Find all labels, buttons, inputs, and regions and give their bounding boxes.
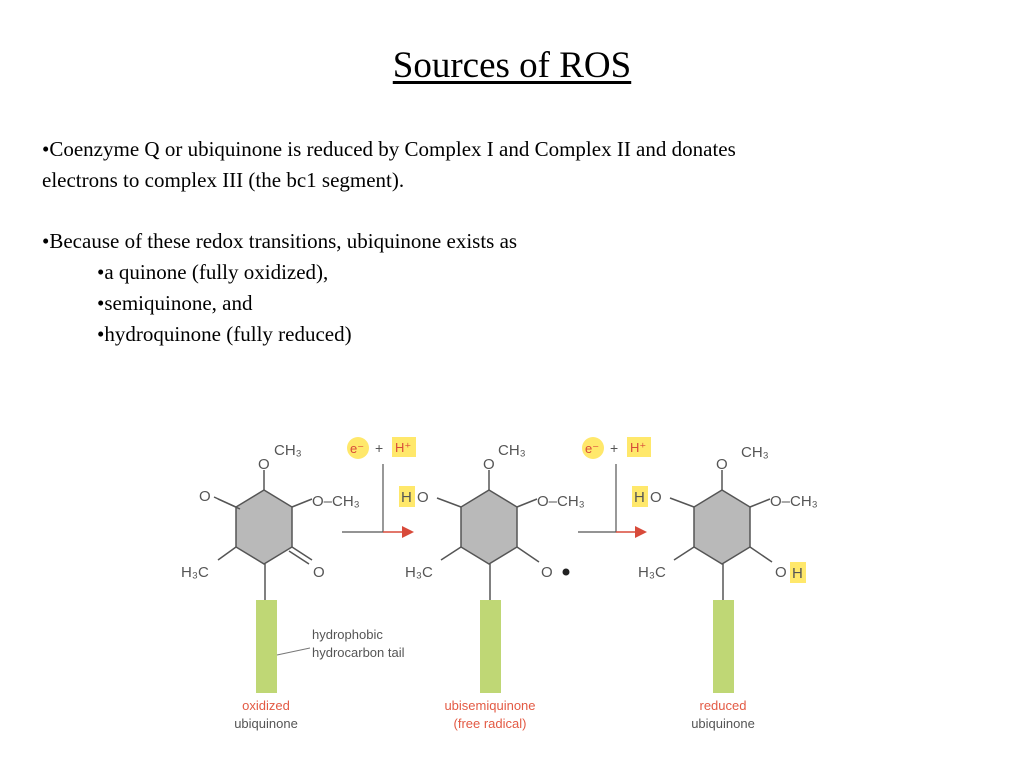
h3c-1: H₃C	[181, 564, 209, 581]
bullet-coenzyme-q-continued: electrons to complex III (the bc1 segmen…	[42, 168, 405, 192]
h-label-2: H	[634, 489, 645, 506]
o-carbonyl-top-1: O	[199, 488, 211, 505]
proton-highlight-1	[392, 437, 416, 457]
proton-label-1: H⁺	[395, 440, 411, 455]
o-methoxy-top-1: O	[258, 456, 270, 473]
o-radical-2: O	[541, 564, 553, 581]
name-semiquinone-line1: ubisemiquinone	[444, 698, 535, 713]
electron-highlight-2	[582, 437, 604, 459]
tail-1	[256, 600, 277, 693]
h-label-3: H	[792, 565, 803, 582]
name-reduced-line2: ubiquinone	[691, 716, 755, 731]
h3c-2: H₃C	[405, 564, 433, 581]
h-label-1: H	[401, 489, 412, 506]
name-reduced-line1: reduced	[700, 698, 747, 713]
och3-right-1: O–CH₃	[312, 493, 360, 510]
ch3-top-3: CH₃	[741, 444, 769, 461]
sub-bullet-semiquinone: •semiquinone, and	[97, 291, 253, 315]
tail-label-line2: hydrocarbon tail	[312, 645, 405, 660]
bullet-list: •Coenzyme Q or ubiquinone is reduced by …	[42, 134, 942, 350]
electron-label-1: e⁻	[350, 441, 364, 456]
name-oxidized-line1: oxidized	[242, 698, 290, 713]
electron-highlight-1	[347, 437, 369, 459]
h-highlight-2	[632, 486, 648, 507]
name-oxidized-line2: ubiquinone	[234, 716, 298, 731]
slide-title: Sources of ROS	[392, 45, 632, 86]
oh-o-3: O	[775, 564, 787, 581]
och3-right-3: O–CH₃	[770, 493, 818, 510]
ring-3	[693, 489, 751, 565]
proton-label-2: H⁺	[630, 440, 646, 455]
electron-label-2: e⁻	[585, 441, 599, 456]
molecule-oxidized-ubiquinone: O CH₃ O–CH₃ O O H₃C	[181, 442, 360, 693]
molecule-names: oxidized ubiquinone ubisemiquinone (free…	[234, 698, 755, 731]
name-semiquinone-line2: (free radical)	[454, 716, 527, 731]
tail-callout: hydrophobic hydrocarbon tail	[276, 627, 405, 660]
tail-label-line1: hydrophobic	[312, 627, 383, 642]
och3-right-2: O–CH₃	[537, 493, 585, 510]
tail-3	[713, 600, 734, 693]
ring-2	[460, 489, 518, 565]
h-highlight-1	[399, 486, 415, 507]
bullet-redox-transitions: •Because of these redox transitions, ubi…	[42, 229, 518, 253]
o-methoxy-top-2: O	[483, 456, 495, 473]
sub-bullet-quinone: •a quinone (fully oxidized),	[97, 260, 329, 284]
ho-o-3: O	[650, 489, 662, 506]
ho-o-2: O	[417, 489, 429, 506]
o-carbonyl-bottom-1: O	[313, 564, 325, 581]
proton-highlight-2	[627, 437, 651, 457]
ring-1	[235, 489, 293, 565]
ch3-top-2: CH₃	[498, 442, 526, 459]
ch3-top-1: CH₃	[274, 442, 302, 459]
plus-1: +	[375, 440, 383, 456]
sub-bullet-hydroquinone: •hydroquinone (fully reduced)	[97, 322, 352, 346]
reduction-step-2: e⁻ + H⁺ H	[578, 437, 651, 538]
o-methoxy-top-3: O	[716, 456, 728, 473]
molecule-reduced-ubiquinone: O CH₃ O–CH₃ O O H₃C H	[638, 444, 818, 693]
h3c-3: H₃C	[638, 564, 666, 581]
tail-2	[480, 600, 501, 693]
bullet-coenzyme-q: •Coenzyme Q or ubiquinone is reduced by …	[42, 137, 736, 161]
reduction-step-1: e⁻ + H⁺ H	[342, 437, 416, 538]
molecule-ubisemiquinone: O CH₃ O–CH₃ O O H₃C	[405, 442, 585, 693]
radical-dot	[562, 568, 570, 576]
plus-2: +	[610, 440, 618, 456]
h-highlight-3	[790, 562, 806, 583]
